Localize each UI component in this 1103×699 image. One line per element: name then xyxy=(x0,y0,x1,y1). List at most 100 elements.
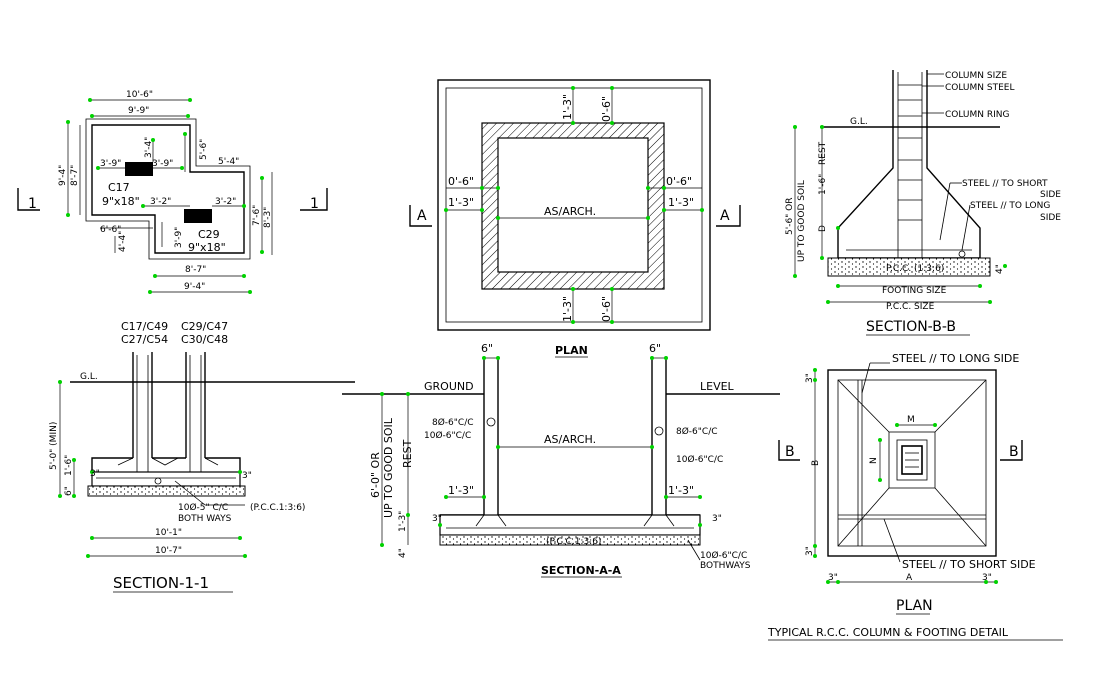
rebar-label: 8Ø-6"C/C xyxy=(432,417,474,428)
dim-label: 8'-7" xyxy=(185,265,206,275)
column-label-c29: C29 xyxy=(198,228,220,241)
b-dim-label: B xyxy=(811,460,821,466)
dim-label: 9'-4" xyxy=(184,282,205,292)
callout-label: SIDE xyxy=(1040,190,1061,200)
dim-label: 1'-3" xyxy=(668,484,694,497)
depth-label: 5'-6" OR xyxy=(785,197,795,235)
dim-label: 3" xyxy=(805,546,815,556)
section-title: SECTION-A-A xyxy=(541,564,621,577)
dim-label: 1'-3" xyxy=(668,196,694,209)
ground-label: GROUND xyxy=(424,380,474,393)
center-label: AS/ARCH. xyxy=(544,433,596,446)
rest-label: REST xyxy=(401,439,414,468)
depth-label: UP TO GOOD SOIL xyxy=(797,180,807,262)
dim-label: 1'-3" xyxy=(448,196,474,209)
rebar-label: 8Ø-6"C/C xyxy=(676,426,718,437)
height-label: 1'-6" xyxy=(818,174,828,195)
callout-label: COLUMN SIZE xyxy=(945,71,1007,81)
dim-label: 8'-7" xyxy=(70,165,80,186)
dim-label: 8'-3" xyxy=(263,207,273,228)
dim-label: 3'-2" xyxy=(215,197,236,207)
callout-label: COLUMN RING xyxy=(945,110,1010,120)
dim-label: 9'-4" xyxy=(58,165,68,186)
depth-label: 6'-0" OR xyxy=(369,452,382,498)
section-a-a: 6" 6" GROUND LEVEL 6'-0" OR UP TO GOOD S… xyxy=(342,342,780,578)
both-ways-label: BOTH WAYS xyxy=(178,514,232,524)
dim-label: 7'-6" xyxy=(252,205,262,226)
ground-level-label: G.L. xyxy=(80,372,98,382)
pcc-size-label: P.C.C. SIZE xyxy=(886,302,935,312)
dim-label: 4" xyxy=(398,548,408,558)
plan-title: PLAN xyxy=(896,598,933,614)
dim-label: 3" xyxy=(828,573,838,583)
footing-plan-detail: STEEL // TO LONG SIDE STEEL // TO SHORT … xyxy=(767,352,1063,641)
callout-label: STEEL // TO LONG xyxy=(970,201,1050,211)
section-b-b: COLUMN SIZE COLUMN STEEL COLUMN RING G.L… xyxy=(785,70,1061,336)
rebar-label: 10Ø-6"C/C xyxy=(424,430,471,441)
section-mark-right: A xyxy=(720,208,730,224)
dim-label: 3" xyxy=(805,373,815,383)
n-label: N xyxy=(869,457,879,464)
bothways-label: BOTHWAYS xyxy=(700,561,751,571)
column-c17 xyxy=(125,162,153,176)
tank-plan: 0'-6" 1'-3" 0'-6" 1'-3" 1'-3" 0'-6" 1'-3… xyxy=(409,79,741,358)
column-group-label: C30/C48 xyxy=(181,333,228,346)
pcc-label: (P.C.C.1:3:6) xyxy=(546,537,601,547)
drawing-subtitle: TYPICAL R.C.C. COLUMN & FOOTING DETAIL xyxy=(767,626,1009,639)
column-group-label: C27/C54 xyxy=(121,333,168,346)
offset-label: 3" xyxy=(90,469,100,479)
column-size-c29: 9"x18" xyxy=(188,241,226,254)
plan-title: PLAN xyxy=(555,344,588,357)
dim-label: 5'-4" xyxy=(218,157,239,167)
footing-size-label: FOOTING SIZE xyxy=(882,286,947,296)
dim-label: 0'-6" xyxy=(666,175,692,188)
dim-label: 3'-2" xyxy=(150,197,171,207)
dim-label: 5'-6" xyxy=(199,139,209,160)
dim-label: 1'-3" xyxy=(561,296,574,322)
dim-label: 3" xyxy=(982,573,992,583)
level-label: LEVEL xyxy=(700,380,735,393)
section-title: SECTION-B-B xyxy=(866,319,956,335)
rebar-label: 10Ø-6"C/C xyxy=(676,454,723,465)
dim-label: 6" xyxy=(649,342,661,355)
height-label: 6" xyxy=(64,486,74,496)
soil-label: UP TO GOOD SOIL xyxy=(382,417,395,518)
center-label: AS/ARCH. xyxy=(544,205,596,218)
section-mark-left: A xyxy=(417,208,427,224)
dim-label: 6" xyxy=(481,342,493,355)
pcc-label: (P.C.C.1:3:6) xyxy=(250,503,305,513)
column-size-c17: 9"x18" xyxy=(102,195,140,208)
dim-label: 4" xyxy=(995,264,1005,274)
width-label: 10'-1" xyxy=(155,528,182,538)
height-label: 1'-6" xyxy=(64,455,74,476)
section-title: SECTION-1-1 xyxy=(113,574,209,592)
dim-label: 3'-9" xyxy=(174,227,184,248)
footing-layout-plan: 10'-6" 9'-9" 3'-9" 3'-9" 3'-4" 5'-6" 5'-… xyxy=(17,90,328,294)
dim-label: 3'-4" xyxy=(144,137,154,158)
dim-label: 1'-3" xyxy=(561,94,574,120)
callout-label: COLUMN STEEL xyxy=(945,83,1014,93)
callout-label: STEEL // TO SHORT SIDE xyxy=(902,558,1036,571)
section-mark-right: 1 xyxy=(310,196,319,212)
m-label: M xyxy=(907,415,915,425)
d-label: D xyxy=(818,225,828,232)
column-label-c17: C17 xyxy=(108,181,130,194)
dim-label: 0'-6" xyxy=(600,96,613,122)
depth-label: 5'-0" (MIN) xyxy=(49,422,59,470)
dim-label: 4'-4" xyxy=(118,231,128,252)
dim-label: 1'-3" xyxy=(398,511,408,532)
rest-label: REST xyxy=(818,141,828,165)
section-mark-right: B xyxy=(1009,444,1019,460)
rebar-label: 10Ø-6"C/C xyxy=(700,550,747,561)
offset-label: 3" xyxy=(242,471,252,481)
callout-label: SIDE xyxy=(1040,213,1061,223)
dim-label: 9'-9" xyxy=(128,106,149,116)
pcc-label: P.C.C. (1:3:6) xyxy=(886,264,944,274)
callout-label: STEEL // TO LONG SIDE xyxy=(892,352,1019,365)
column-group-label: C29/C47 xyxy=(181,320,228,333)
dim-label: 10'-6" xyxy=(126,90,153,100)
dim-label: 0'-6" xyxy=(600,296,613,322)
section-mark-left: B xyxy=(785,444,795,460)
ground-level-label: G.L. xyxy=(850,117,868,127)
